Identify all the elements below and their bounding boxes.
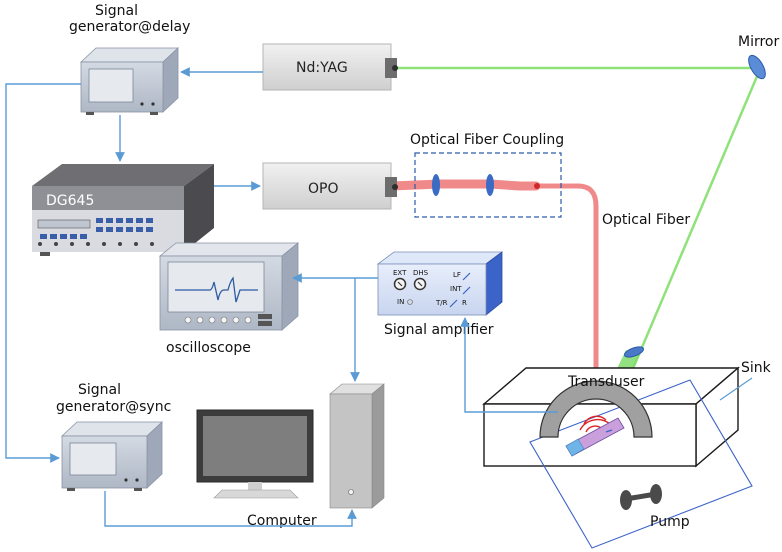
- link-sync-to-computer: [104, 491, 357, 527]
- opo-label: OPO: [308, 181, 338, 197]
- signal-amplifier: EXT DHS LF INT IN T/R R Signal amplifier: [376, 251, 504, 338]
- red-opo-beam: [387, 179, 541, 191]
- signal-connections: [5, 67, 558, 527]
- focusing-lens: [624, 346, 644, 358]
- ndyag-laser: Nd:YAG: [262, 43, 398, 91]
- computer: Computer: [196, 383, 385, 529]
- pump: Pump: [620, 484, 690, 530]
- oscilloscope: oscilloscope: [158, 242, 300, 356]
- transducer-arc: [539, 380, 653, 438]
- signal-generator-sync-label-line1: Signal: [78, 382, 121, 398]
- sink-pointer: [719, 377, 753, 401]
- coupling-lens-2: [486, 174, 494, 196]
- mirror-label: Mirror: [738, 34, 779, 50]
- optical-fiber-coupling: Optical Fiber Coupling: [410, 132, 564, 218]
- computer-label: Computer: [247, 513, 317, 529]
- amp-tr-label: T/R: [435, 299, 448, 307]
- opo-laser: OPO: [262, 162, 398, 210]
- signal-amplifier-label: Signal amplifier: [384, 322, 494, 338]
- waveform-trace: [175, 276, 258, 303]
- signal-generator-delay-label-line2: generator@delay: [69, 19, 190, 35]
- oscilloscope-label: oscilloscope: [166, 340, 251, 356]
- link-delay-to-sync: [5, 83, 81, 463]
- signal-generator-delay: Signal generator@delay: [69, 3, 190, 115]
- amp-ext-label: EXT: [393, 269, 407, 277]
- signal-generator-sync: Signal generator@sync: [56, 382, 171, 491]
- signal-generator-delay-label-line1: Signal: [95, 3, 138, 19]
- dg645-delay-generator: DG645: [32, 164, 214, 256]
- fiber-coupling-point: [534, 183, 540, 189]
- ndyag-label: Nd:YAG: [296, 60, 348, 76]
- mirror-icon: [748, 54, 766, 80]
- dg645-label: DG645: [46, 193, 94, 209]
- sink-label: Sink: [741, 360, 772, 376]
- amp-lf-label: LF: [453, 271, 461, 279]
- link-transducer-to-amp: [460, 317, 558, 413]
- transducer-label: Transduser: [567, 374, 645, 390]
- optical-fiber-coupling-label: Optical Fiber Coupling: [410, 132, 564, 148]
- red-optical-fiber: [536, 183, 599, 392]
- pump-label: Pump: [650, 514, 690, 530]
- mirror: Mirror: [738, 34, 779, 80]
- amp-in-label: IN: [397, 298, 404, 306]
- coupling-lens-1: [432, 174, 440, 196]
- signal-generator-sync-label-line2: generator@sync: [56, 399, 171, 415]
- amp-int-label: INT: [450, 285, 462, 293]
- amp-r-label: R: [462, 299, 467, 307]
- amp-dhs-label: DHS: [413, 269, 429, 277]
- transducer: Transduser: [539, 374, 653, 457]
- optical-fiber-label: Optical Fiber: [602, 212, 690, 228]
